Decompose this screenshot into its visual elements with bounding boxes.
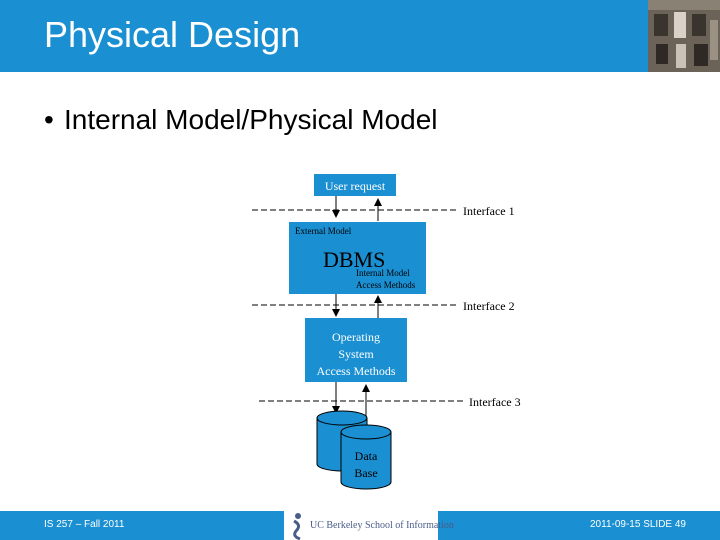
footer-bar: IS 257 – Fall 2011 UC Berkeley School of… bbox=[0, 511, 720, 540]
dbms-access-methods-label: Access Methods bbox=[356, 280, 416, 290]
slide-number-label: 2011-09-15 SLIDE 49 bbox=[590, 519, 686, 530]
ischool-logo-icon bbox=[293, 513, 301, 540]
internal-model-label: Internal Model bbox=[356, 268, 410, 278]
interface-1-label: Interface 1 bbox=[463, 204, 515, 218]
slide-title: Physical Design bbox=[44, 14, 301, 55]
database-label-line2: Base bbox=[354, 466, 377, 480]
os-label-line1: Operating bbox=[332, 330, 380, 344]
bullet-dot-icon: • bbox=[44, 104, 54, 135]
course-label: IS 257 – Fall 2011 bbox=[44, 519, 125, 530]
os-label-line2: System bbox=[338, 347, 374, 361]
os-label-line3: Access Methods bbox=[317, 364, 396, 378]
dbms-box bbox=[289, 222, 426, 294]
dbms-label: DBMS bbox=[323, 247, 385, 272]
school-name: UC Berkeley School of Information bbox=[310, 520, 454, 531]
user-request-box bbox=[314, 174, 396, 196]
database-label-line1: Data bbox=[355, 449, 378, 463]
user-request-label: User request bbox=[325, 179, 386, 193]
bullet-text: Internal Model/Physical Model bbox=[64, 104, 438, 135]
interface-2-label: Interface 2 bbox=[463, 299, 515, 313]
database-cylinder-front bbox=[340, 424, 392, 490]
building-photo bbox=[648, 0, 720, 72]
bullet-item: • Internal Model/Physical Model bbox=[44, 104, 438, 136]
os-box bbox=[305, 318, 407, 382]
school-logo: UC Berkeley School of Information bbox=[284, 511, 454, 540]
interface-3-label: Interface 3 bbox=[469, 395, 521, 409]
external-model-label: External Model bbox=[295, 226, 352, 236]
title-bar: Physical Design bbox=[0, 0, 720, 72]
